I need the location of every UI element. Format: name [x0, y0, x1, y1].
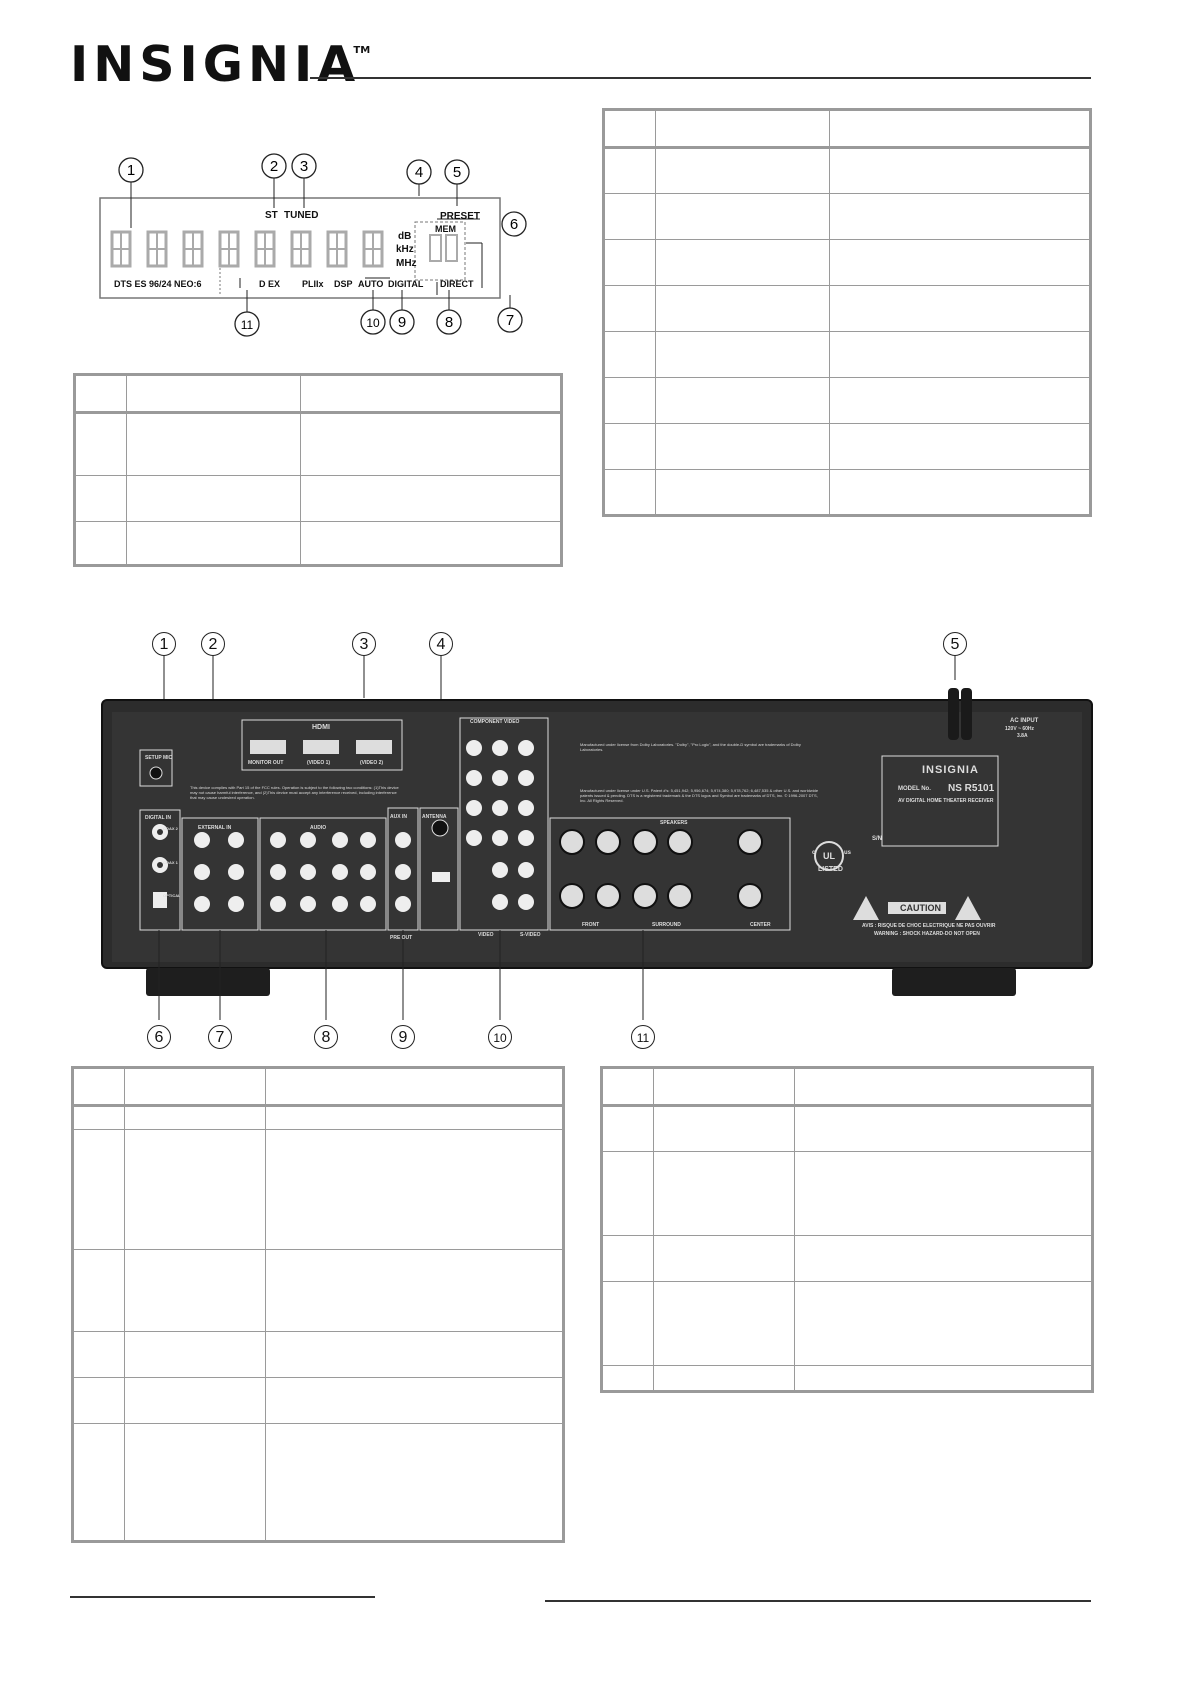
indicator-khz: kHz — [396, 244, 414, 255]
dts-notice: Manufactured under license under U.S. Pa… — [580, 788, 819, 804]
indicator-mhz: MHz — [396, 258, 417, 269]
listed-label: LISTED — [818, 866, 843, 873]
rear-callout-8: 8 — [314, 1025, 338, 1049]
ul-us-label: us — [844, 850, 852, 856]
indicator-tuned: TUNED — [284, 210, 319, 221]
plate-brand: INSIGNIA — [922, 764, 979, 776]
antenna-label: ANTENNA — [422, 814, 447, 820]
pre-out-label: PRE OUT — [390, 935, 413, 941]
aux-in-label: AUX IN — [390, 814, 407, 820]
rear-callout-7: 7 — [208, 1025, 232, 1049]
rear-callout-9: 9 — [391, 1025, 415, 1049]
warning-label: WARNING : SHOCK HAZARD-DO NOT OPEN — [874, 931, 980, 937]
digital-in-label: DIGITAL IN — [145, 815, 171, 821]
indicator-preset: PRESET — [440, 211, 481, 222]
rear-callout-1: 1 — [152, 632, 176, 656]
model-desc-label: AV DIGITAL HOME THEATER RECEIVER — [898, 798, 994, 804]
s-video-label: S-VIDEO — [520, 932, 541, 938]
external-in-label: EXTERNAL IN — [198, 825, 232, 831]
rear-callout-11: 11 — [631, 1025, 655, 1049]
header-rule — [310, 77, 1091, 79]
display-callout-11: 11 — [241, 318, 254, 332]
fcc-notice: This device complies with Part 15 of the… — [190, 785, 399, 801]
ac-rating-label: 120V ~ 60Hz — [1005, 726, 1035, 732]
display-table — [73, 373, 563, 567]
footer-rule-right — [545, 1600, 1091, 1602]
indicator-st: ST — [265, 210, 278, 221]
ul-c-label: c — [812, 850, 816, 856]
display-callout-5: 5 — [453, 164, 461, 181]
indicator-dts: DTS ES 96/24 NEO:6 — [114, 279, 202, 289]
hdmi-label: HDMI — [312, 724, 330, 731]
display-callout-6: 6 — [510, 216, 518, 233]
indicator-db: dB — [398, 231, 412, 242]
rear-table-right — [600, 1066, 1094, 1393]
front-label: FRONT — [582, 922, 600, 928]
ac-amps-label: 3.8A — [1017, 733, 1028, 739]
rear-callout-4: 4 — [429, 632, 453, 656]
footer-rule-left — [70, 1596, 375, 1598]
component-video-label: COMPONENT VIDEO — [470, 719, 520, 725]
rear-callout-2: 2 — [201, 632, 225, 656]
hdmi1-label: (VIDEO 1) — [307, 760, 331, 766]
model-no-label: MODEL No. — [898, 786, 931, 792]
center-label: CENTER — [750, 922, 771, 928]
rear-callout-3: 3 — [352, 632, 376, 656]
optical-label: OPTICAL — [163, 893, 181, 898]
coax2-label: COAX 2 — [163, 826, 178, 831]
model-label: NS R5101 — [948, 783, 995, 794]
indicator-auto: AUTO — [358, 279, 384, 289]
audio-label: AUDIO — [310, 825, 327, 831]
indicator-dsp: DSP — [334, 279, 353, 289]
monitor-out-label: MONITOR OUT — [248, 760, 284, 766]
caution-label: CAUTION — [900, 903, 941, 913]
sn-label: S/N — [872, 836, 883, 842]
caution-fr-label: AVIS : RISQUE DE CHOC ELECTRIQUE NE PAS … — [862, 923, 996, 929]
indicator-direct: DIRECT — [440, 279, 474, 289]
surround-label: SURROUND — [652, 922, 681, 928]
video-label: VIDEO — [478, 932, 494, 938]
indicator-dex: D EX — [259, 279, 281, 289]
indicator-mem: MEM — [435, 224, 456, 234]
rear-callout-5: 5 — [943, 632, 967, 656]
rear-callout-6: 6 — [147, 1025, 171, 1049]
ul-mark: UL — [823, 851, 835, 861]
display-callout-4: 4 — [415, 164, 423, 181]
display-callout-1: 1 — [127, 162, 135, 179]
indicator-digital: DIGITAL — [388, 279, 424, 289]
ac-input-label: AC INPUT — [1010, 718, 1039, 724]
display-callout-10: 10 — [366, 316, 380, 330]
display-callout-9: 9 — [398, 314, 406, 331]
top-right-table — [602, 108, 1092, 517]
rear-table-left — [71, 1066, 565, 1543]
dolby-notice: Manufactured under license from Dolby La… — [580, 742, 801, 753]
hdmi2-label: (VIDEO 2) — [360, 760, 384, 766]
coax1-label: COAX 1 — [163, 860, 178, 865]
indicator-pliix: PLIIx — [302, 279, 324, 289]
rear-callout-10: 10 — [488, 1025, 512, 1049]
display-callout-7: 7 — [506, 312, 514, 329]
setup-mic-label: SETUP MIC — [145, 755, 173, 761]
display-callout-3: 3 — [300, 158, 308, 175]
display-callout-8: 8 — [445, 314, 453, 331]
speakers-label: SPEAKERS — [660, 820, 688, 826]
display-callout-2: 2 — [270, 158, 278, 175]
